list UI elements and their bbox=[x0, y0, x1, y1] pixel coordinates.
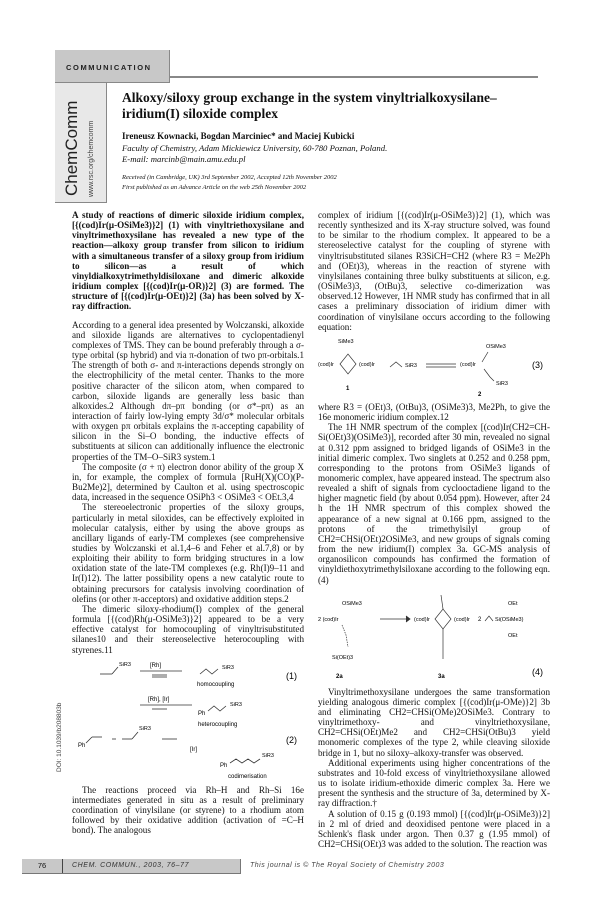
siloxane-label: Si(OSiMe3) bbox=[495, 617, 524, 623]
siloxy-label: OSiMe3 bbox=[486, 344, 506, 350]
vinylsilane-structure bbox=[100, 666, 119, 675]
footer: 76 CHEM. COMMUN., 2003, 76–77 This journ… bbox=[0, 859, 600, 875]
equation-number: (1) bbox=[286, 671, 297, 681]
paragraph: A solution of 0.15 g (0.193 mmol) [{(cod… bbox=[318, 808, 550, 850]
iridium-label: (cod)Ir bbox=[359, 362, 375, 368]
group-label: SiR3 bbox=[139, 726, 151, 732]
bridge-label: SiMe3 bbox=[338, 339, 354, 345]
body-columns: A study of reactions of dimeric siloxide… bbox=[72, 210, 600, 849]
journal-logo: ChemComm bbox=[62, 100, 81, 196]
group-label: SiR3 bbox=[222, 665, 234, 671]
received-date: Received (in Cambridge, UK) 3rd Septembe… bbox=[122, 174, 337, 181]
arrow bbox=[140, 670, 182, 678]
paragraph: where R3 = (OEt)3, (OtBu)3, (OSiMe3)3, M… bbox=[318, 401, 550, 423]
reagent-label: SiR3 bbox=[496, 381, 508, 387]
ethoxy-label: OEt bbox=[508, 633, 518, 639]
reaction-scheme-3: SiMe3 (cod)Ir (cod)Ir 1 SiR3 (cod)Ir OSi… bbox=[318, 339, 543, 398]
reagent-label: SiR3 bbox=[405, 363, 417, 369]
catalyst-label: [Ir] bbox=[190, 747, 197, 753]
title-area: ChemComm www.rsc.org/chemcomm Alkoxy/sil… bbox=[0, 83, 600, 210]
paragraph: Vinyltrimethoxysilane undergoes the same… bbox=[318, 686, 550, 758]
reaction-scheme-1-2: SiR3 [Rh] SiR3 homocoupling (1) [Rh], [I… bbox=[78, 662, 297, 780]
paragraph: According to a general idea presented by… bbox=[72, 319, 304, 462]
siloxy-label: OSiMe3 bbox=[342, 601, 362, 607]
heterocoupling-label: heterocoupling bbox=[198, 722, 237, 728]
group-label: SiR3 bbox=[119, 662, 131, 668]
iridium-label: (cod)Ir bbox=[460, 362, 476, 368]
coefficient: 2 bbox=[478, 617, 482, 623]
copyright: This journal is © The Royal Society of C… bbox=[250, 862, 445, 870]
paragraph: The 1H NMR spectrum of the complex [(cod… bbox=[318, 422, 550, 585]
silane-label: Si(OEt)3 bbox=[332, 655, 353, 661]
paragraph: The dimeric siloxy-rhodium(I) complex of… bbox=[72, 603, 304, 655]
paragraph: Additional experiments using higher conc… bbox=[318, 757, 550, 809]
right-column: complex of iridium [{(cod)Ir(μ-OSiMe3)}2… bbox=[318, 210, 550, 849]
dates: Received (in Cambridge, UK) 3rd Septembe… bbox=[122, 173, 542, 193]
codimerisation-label: codimerisation bbox=[228, 774, 267, 780]
phenyl-label: Ph bbox=[78, 743, 85, 749]
compound-number: 3a bbox=[438, 674, 445, 680]
section-label: COMMUNICATION bbox=[66, 63, 152, 72]
compound-number: 2 bbox=[478, 392, 482, 398]
journal-strip bbox=[55, 83, 107, 203]
published-date: First published as an Advance Article on… bbox=[122, 184, 307, 191]
article-header: Alkoxy/siloxy group exchange in the syst… bbox=[122, 90, 542, 193]
phenyl-label: Ph bbox=[198, 711, 205, 717]
reactant-label: 2 (cod)Ir bbox=[318, 617, 339, 623]
product-structure bbox=[199, 668, 219, 675]
journal-citation: CHEM. COMMUN., 2003, 76–77 bbox=[72, 862, 190, 870]
paragraph: The stereoelectronic properties of the s… bbox=[72, 502, 304, 604]
iridium-label: (cod)Ir bbox=[454, 617, 470, 623]
abstract: A study of reactions of dimeric siloxide… bbox=[72, 210, 304, 312]
journal-url: www.rsc.org/chemcomm bbox=[88, 120, 95, 197]
compound-number: 2a bbox=[336, 674, 343, 680]
left-column: A study of reactions of dimeric siloxide… bbox=[72, 210, 304, 836]
email[interactable]: E-mail: marcinb@main.amu.edu.pl bbox=[122, 154, 246, 164]
compound-number: 1 bbox=[346, 386, 350, 392]
iridium-label: (cod)Ir bbox=[414, 617, 430, 623]
phenyl-label: Ph bbox=[220, 763, 227, 769]
group-label: SiR3 bbox=[230, 702, 242, 708]
group-label: SiR3 bbox=[262, 753, 274, 759]
paragraph: complex of iridium [{(cod)Ir(μ-OSiMe3)}2… bbox=[318, 210, 550, 332]
catalyst-label: [Rh] bbox=[150, 663, 161, 669]
page-number: 76 bbox=[22, 859, 63, 874]
article-title: Alkoxy/siloxy group exchange in the syst… bbox=[122, 90, 497, 121]
catalyst-label: [Rh], [Ir] bbox=[148, 697, 170, 703]
affiliation-text: Faculty of Chemistry, Adam Mickiewicz Un… bbox=[122, 143, 388, 153]
affiliation: Faculty of Chemistry, Adam Mickiewicz Un… bbox=[122, 143, 542, 165]
header: COMMUNICATION bbox=[0, 50, 600, 83]
header-rule bbox=[170, 76, 538, 78]
equation-number: (2) bbox=[286, 735, 297, 745]
page: COMMUNICATION ChemComm www.rsc.org/chemc… bbox=[0, 50, 600, 904]
section-tab: COMMUNICATION bbox=[55, 50, 170, 83]
reaction-scheme-4: 2 (cod)Ir OSiMe3 Si(OEt)3 2a (cod)Ir (co… bbox=[318, 594, 543, 680]
doi[interactable]: DOI: 10.1039/b208803b bbox=[56, 702, 63, 772]
equation-number: (3) bbox=[532, 360, 543, 370]
equation-number: (4) bbox=[532, 667, 543, 677]
iridium-label: (cod)Ir bbox=[318, 362, 334, 368]
ethoxy-label: OEt bbox=[508, 601, 518, 607]
authors: Ireneusz Kownacki, Bogdan Marciniec* and… bbox=[122, 131, 355, 141]
paragraph: The reactions proceed via Rh–H and Rh–Si… bbox=[72, 784, 304, 836]
arrow bbox=[140, 704, 192, 710]
homocoupling-label: homocoupling bbox=[197, 682, 234, 688]
paragraph: The composite (σ + π) electron donor abi… bbox=[72, 461, 304, 503]
